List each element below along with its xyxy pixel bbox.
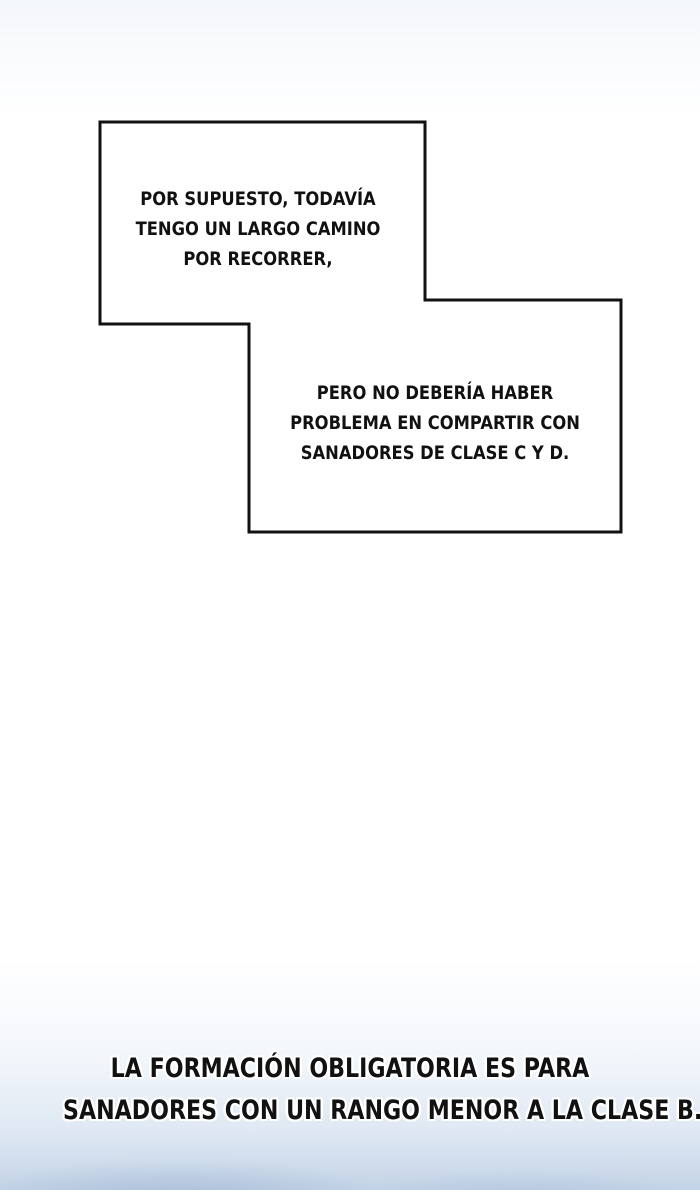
speech-line: TENGO UN LARGO CAMINO — [135, 218, 381, 240]
speech-line: SANADORES DE CLASE C Y D. — [300, 442, 570, 464]
speech-box — [98, 120, 623, 534]
speech-box-outline — [98, 120, 623, 534]
speech-text-1: POR SUPUESTO, TODAVÍA TENGO UN LARGO CAM… — [122, 184, 394, 274]
caption-line: LA FORMACIÓN OBLIGATORIA ES PARA — [110, 1053, 590, 1084]
speech-line: PROBLEMA EN COMPARTIR CON — [290, 412, 580, 434]
caption-line: SANADORES CON UN RANGO MENOR A LA CLASE … — [63, 1095, 700, 1126]
speech-line: POR SUPUESTO, TODAVÍA — [140, 188, 376, 210]
narration-caption: LA FORMACIÓN OBLIGATORIA ES PARA SANADOR… — [63, 1048, 700, 1132]
speech-line: POR RECORRER, — [183, 248, 333, 270]
speech-line: PERO NO DEBERÍA HABER — [316, 382, 554, 404]
speech-text-2: PERO NO DEBERÍA HABER PROBLEMA EN COMPAR… — [278, 378, 593, 468]
